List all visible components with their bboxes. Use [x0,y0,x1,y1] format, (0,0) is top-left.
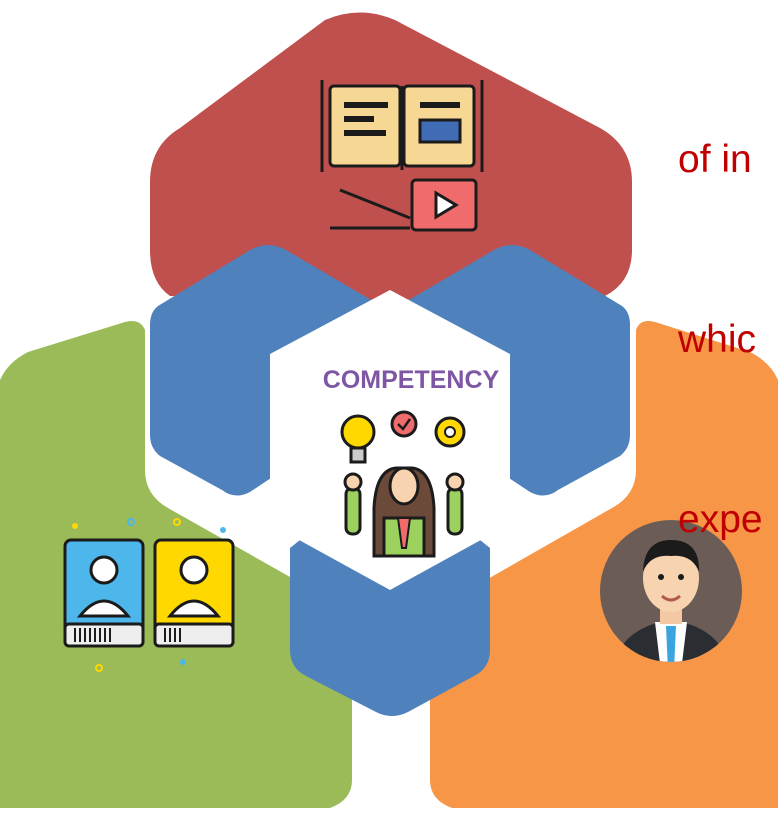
book-video-icon [320,80,484,232]
blue-segment-bottom [290,540,490,716]
clipped-body-text: of in whic expe [678,10,763,610]
id-cards-icon [63,518,235,672]
businessman-avatar-icon [600,520,742,662]
center-title: COMPETENCY [322,366,500,394]
body-text-line: of in [678,138,752,181]
orange-hexagon-panel [430,321,778,808]
body-text-line: whic [678,318,757,361]
person-ideas-icon [340,410,466,558]
blue-segment-top-left [150,245,378,496]
blue-segment-top-right [402,245,630,496]
body-text-line: expe [678,498,763,541]
